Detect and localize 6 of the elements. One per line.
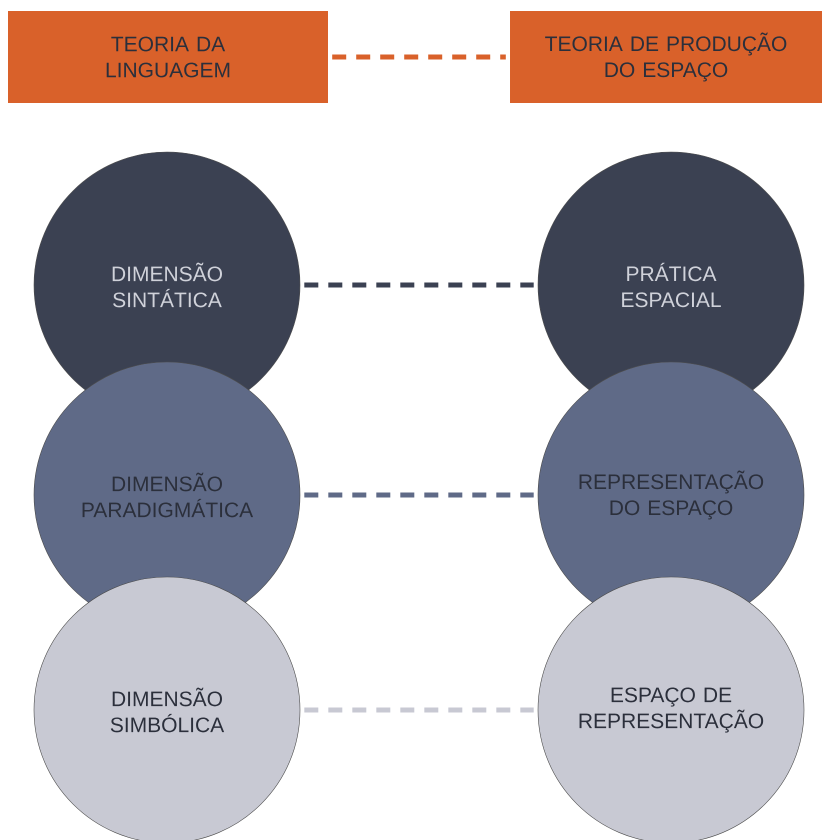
dashed-connector	[332, 54, 506, 60]
title-box: TEORIA DE PRODUÇÃO DO ESPAÇO	[510, 11, 822, 103]
dashed-connector	[304, 282, 534, 288]
title-box: TEORIA DA LINGUAGEM	[8, 11, 328, 103]
dashed-connector	[304, 492, 534, 498]
dashed-connector	[304, 708, 534, 712]
